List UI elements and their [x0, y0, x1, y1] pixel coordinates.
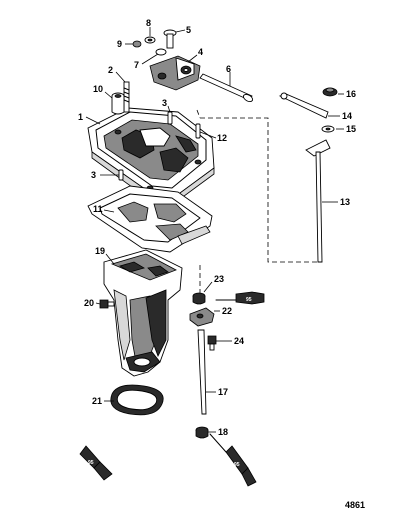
callout-21: 21: [92, 396, 102, 406]
leader-lines: [85, 27, 344, 433]
callout-18: 18: [218, 427, 228, 437]
callout-19: 19: [95, 246, 105, 256]
callout-24: 24: [234, 336, 244, 346]
callout-4: 4: [198, 47, 203, 57]
part-screws-washers: [132, 29, 177, 56]
callout-14: 14: [342, 111, 352, 121]
part-nut-16: [322, 87, 338, 97]
figure-number: 4861: [345, 500, 365, 510]
part-washer-15: [321, 125, 335, 133]
part-pin-12: [195, 123, 201, 139]
part-clamp: [189, 307, 215, 327]
dashed-guide-lines: [196, 109, 320, 300]
callout-5: 5: [186, 25, 191, 35]
callout-9: 9: [117, 39, 122, 49]
part-driveshaft-housing: [103, 249, 183, 377]
sealant-tube-b: 95: [79, 445, 113, 481]
callout-17: 17: [218, 387, 228, 397]
part-bushing: [111, 92, 125, 115]
part-shift-shaft: [305, 139, 331, 263]
callout-22: 22: [222, 306, 232, 316]
callout-2: 2: [108, 65, 113, 75]
callout-7: 7: [134, 60, 139, 70]
part-long-bolt: [199, 73, 254, 103]
part-bracket: [149, 55, 201, 91]
callout-23: 23: [214, 274, 224, 284]
callout-16: 16: [346, 89, 356, 99]
callout-3-bottom: 3: [91, 170, 96, 180]
callout-8: 8: [146, 18, 151, 28]
callout-3-top: 3: [162, 98, 167, 108]
sealant-tube-a: 95: [215, 291, 265, 305]
part-shift-lever: [278, 92, 329, 119]
callout-labels: 1 2 3 3 4 5 6 7 8 9 10 11 12 13 14 15 16…: [78, 18, 356, 437]
callout-12: 12: [217, 133, 227, 143]
callout-20: 20: [84, 298, 94, 308]
part-stud-bolt: [123, 81, 130, 113]
callout-13: 13: [340, 197, 350, 207]
tube-label-a: 95: [246, 297, 252, 303]
part-bushing-18: [195, 426, 209, 439]
callout-15: 15: [346, 124, 356, 134]
part-gasket: [87, 185, 213, 253]
tube-label-b: 95: [88, 460, 94, 466]
part-adapter-plate: [87, 107, 215, 203]
part-bushing-23: [192, 292, 206, 305]
callout-10: 10: [93, 84, 103, 94]
part-shift-rod: [197, 329, 207, 415]
tube-label-c: 95: [234, 462, 240, 468]
part-screw-24: [207, 335, 217, 351]
callout-11: 11: [93, 204, 103, 214]
part-seal-ring: [110, 384, 164, 416]
callout-6: 6: [226, 64, 231, 74]
sealant-tube-c: 95: [209, 433, 257, 487]
callout-1: 1: [78, 112, 83, 122]
part-bolt-20: [99, 299, 115, 309]
